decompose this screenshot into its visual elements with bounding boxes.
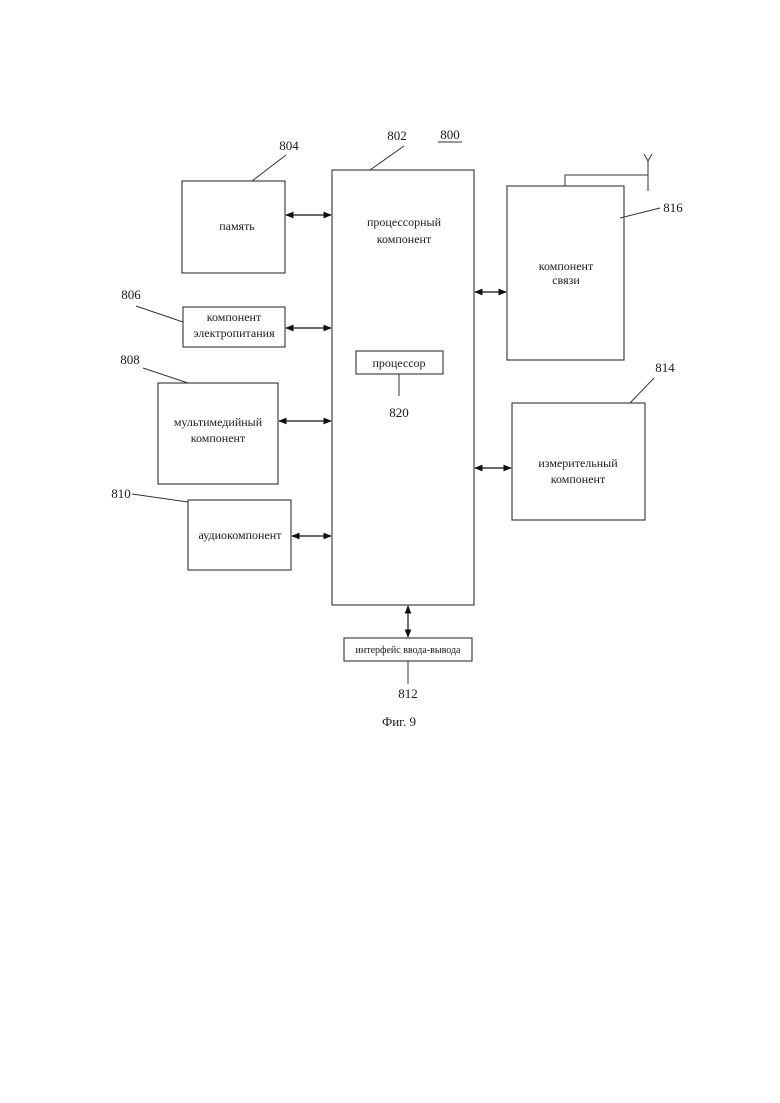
ref-806-leader (136, 306, 183, 322)
ref-814-leader (630, 378, 654, 403)
ref-806-label: 806 (121, 287, 141, 302)
processor-component-label-2: компонент (377, 232, 432, 246)
antenna-feed-line (565, 161, 648, 186)
ref-814-label: 814 (655, 360, 675, 375)
multimedia-component-label-1: мультимедийный (174, 415, 263, 429)
ref-810-label: 810 (111, 486, 131, 501)
ref-804-leader (252, 155, 286, 181)
communication-component-label-1: компонент (539, 259, 594, 273)
power-component-label-1: компонент (207, 310, 262, 324)
ref-816-label: 816 (663, 200, 683, 215)
memory-label: память (219, 219, 255, 233)
power-component-label-2: электропитания (193, 326, 275, 340)
ref-810-leader (132, 494, 188, 502)
sensor-component-label-1: измерительный (538, 456, 618, 470)
sensor-component-label-2: компонент (551, 472, 606, 486)
figure-caption: Фиг. 9 (382, 714, 416, 729)
communication-component-label-2: связи (552, 273, 580, 287)
audio-component-label: аудиокомпонент (199, 528, 283, 542)
ref-808-label: 808 (120, 352, 140, 367)
antenna-icon (644, 154, 652, 161)
ref-808-leader (143, 368, 188, 383)
ref-802-leader (370, 146, 404, 170)
ref-816-leader (620, 208, 660, 218)
multimedia-component-label-2: компонент (191, 431, 246, 445)
ref-812-label: 812 (398, 686, 418, 701)
processor-component-label-1: процессорный (367, 215, 442, 229)
io-interface-label: интерфейс ввода-вывода (356, 645, 462, 656)
processor-label: процессор (372, 356, 425, 370)
ref-800-label: 800 (440, 127, 460, 142)
ref-802-label: 802 (387, 128, 407, 143)
ref-820-label: 820 (389, 405, 409, 420)
ref-804-label: 804 (279, 138, 299, 153)
